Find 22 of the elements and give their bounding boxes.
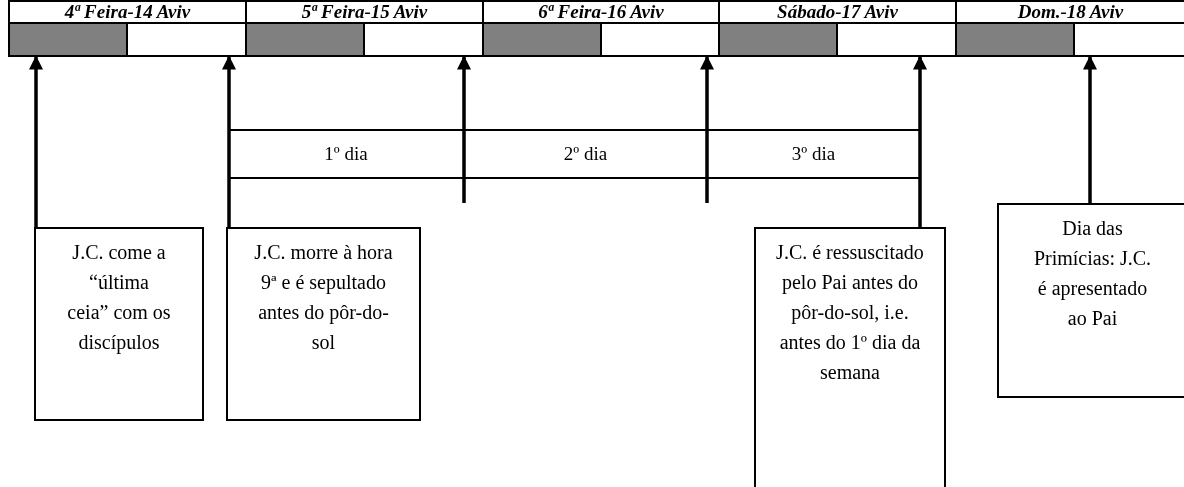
shaded-segment xyxy=(245,22,365,57)
day-count-cell: 2º dia xyxy=(464,129,707,179)
event-text: J.C. é ressuscitado pelo Pai antes do pôr-do-sol, i.e. antes do 1º dia da semana xyxy=(776,240,924,385)
shaded-segment xyxy=(955,22,1075,57)
event-box xyxy=(34,227,204,421)
shaded-segment xyxy=(718,22,838,57)
day-count-cell: 1º dia xyxy=(228,129,464,179)
arrow xyxy=(913,55,927,227)
arrow xyxy=(1083,55,1097,203)
arrow xyxy=(457,55,471,203)
shaded-segment xyxy=(482,22,602,57)
day-count-cell: 3º dia xyxy=(707,129,920,179)
event-box xyxy=(997,203,1184,398)
event-text: J.C. morre à hora 9ª e é sepultado antes do pôr-do-sol xyxy=(253,240,394,355)
event-text: J.C. come a “última ceia” com os discípulos xyxy=(66,240,172,356)
arrow xyxy=(700,55,714,203)
event-box xyxy=(226,227,421,421)
event-text: Dia das Primícias: J.C. é apresentado ao Pai xyxy=(1032,216,1153,331)
arrow xyxy=(222,55,236,227)
shaded-segment xyxy=(8,22,128,57)
arrow xyxy=(29,55,43,227)
event-box xyxy=(754,227,946,487)
